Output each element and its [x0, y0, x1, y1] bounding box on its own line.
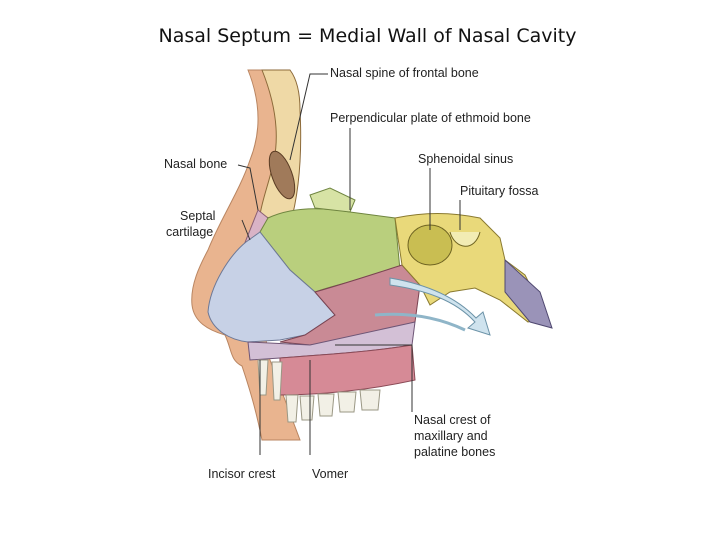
label-septal-cartilage-line1: Septal: [180, 209, 215, 223]
label-nasal-crest-line1: Nasal crest of: [414, 413, 491, 427]
leader-lines: [237, 73, 461, 455]
label-nasal-crest-line3: palatine bones: [414, 445, 495, 459]
label-nasal-spine: Nasal spine of frontal bone: [330, 66, 479, 80]
airflow-arrow: [389, 277, 491, 336]
label-incisor-crest: Incisor crest: [208, 467, 276, 481]
nasal-septum-diagram: Nasal spine of frontal bone Perpendicula…: [164, 66, 553, 481]
cribriform-plate: [309, 187, 356, 213]
septal-cartilage-shape: [207, 231, 336, 343]
airflow-arrow-lower: [374, 312, 466, 332]
pituitary-fossa-shape: [449, 231, 481, 247]
label-pituitary-fossa: Pituitary fossa: [460, 184, 539, 198]
frontal-sinus: [268, 150, 296, 200]
label-perpendicular-plate: Perpendicular plate of ethmoid bone: [330, 111, 531, 125]
oral-tissue: [279, 344, 416, 396]
label-nasal-bone: Nasal bone: [164, 157, 227, 171]
label-nasal-crest-line2: maxillary and: [414, 429, 488, 443]
basi-occiput: [504, 258, 553, 329]
slide-title: Nasal Septum = Medial Wall of Nasal Cavi…: [158, 25, 577, 47]
label-septal-cartilage-line2: cartilage: [166, 225, 213, 239]
label-vomer: Vomer: [312, 467, 348, 481]
sphenoidal-sinus-shape: [407, 224, 453, 266]
label-sphenoidal-sinus: Sphenoidal sinus: [418, 152, 513, 166]
